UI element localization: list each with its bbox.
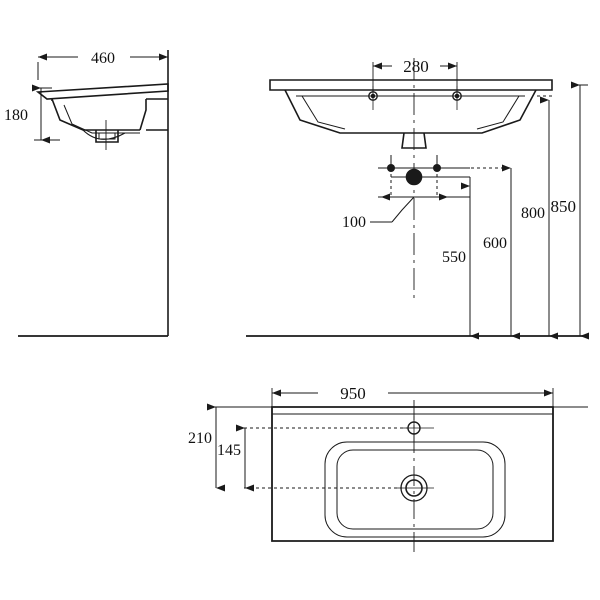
dimension-180: 180 bbox=[4, 84, 60, 144]
dimension-460: 460 bbox=[37, 50, 169, 80]
dimension-800: 800 bbox=[521, 95, 558, 340]
dimension-800-label: 800 bbox=[521, 205, 545, 222]
dimension-145-label: 145 bbox=[217, 442, 241, 459]
plan-view: 950 bbox=[188, 384, 588, 552]
dimension-280-label: 280 bbox=[403, 57, 429, 76]
basin-bowl-plan bbox=[324, 441, 506, 538]
basin-side-profile bbox=[35, 83, 169, 143]
dimension-950-label: 950 bbox=[340, 384, 366, 403]
fixing-detail bbox=[378, 155, 511, 198]
dimension-100-label: 100 bbox=[342, 214, 366, 231]
dimension-180-label: 180 bbox=[4, 107, 28, 124]
dimension-210: 210 bbox=[188, 403, 272, 492]
dimension-210-label: 210 bbox=[188, 430, 212, 447]
dimension-280: 280 bbox=[372, 57, 458, 100]
dimension-145: 145 bbox=[217, 424, 254, 492]
front-elevation-view: 280 bbox=[246, 57, 589, 340]
dimension-100-leader bbox=[391, 196, 415, 223]
dimension-600: 600 bbox=[483, 164, 520, 340]
dimension-950: 950 bbox=[271, 384, 554, 412]
basin-front-profile bbox=[269, 79, 553, 149]
dimension-600-label: 600 bbox=[483, 235, 507, 252]
dimension-100: 100 bbox=[342, 193, 448, 231]
dimension-550: 550 bbox=[442, 177, 479, 340]
dimension-850: 850 bbox=[551, 81, 589, 340]
side-elevation-view: 460 180 bbox=[4, 50, 169, 337]
tap-hole-left bbox=[363, 86, 383, 110]
dimension-460-label: 460 bbox=[91, 50, 115, 67]
basin-plan-outline bbox=[271, 406, 588, 542]
plan-tap-hole bbox=[402, 416, 434, 442]
dimension-850-label: 850 bbox=[551, 197, 577, 216]
dimension-550-label: 550 bbox=[442, 249, 466, 266]
